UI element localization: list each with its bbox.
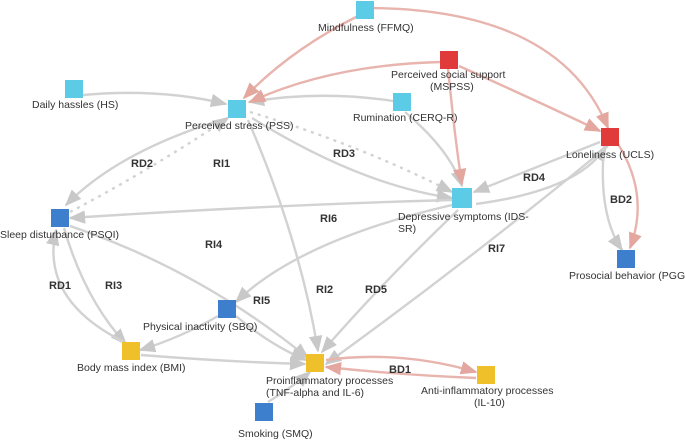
node-label: Mindfulness (FFMQ) xyxy=(318,22,414,34)
edge-bmi-psqi xyxy=(46,228,125,344)
node-square xyxy=(440,51,458,69)
edge-pss-ids xyxy=(251,116,454,203)
edge-sbq-tnf xyxy=(235,315,308,362)
relation-label-rd5: RD5 xyxy=(365,284,387,296)
node-label: Sleep disturbance (PSQI) xyxy=(0,229,119,241)
edge-pss-psqi xyxy=(64,116,229,207)
node-bmi[interactable]: Body mass index (BMI) xyxy=(77,342,186,374)
node-square xyxy=(122,342,140,360)
relation-label-rd4: RD4 xyxy=(523,172,546,184)
edge-psqi-pss-dashed xyxy=(69,117,230,214)
node-label: Smoking (SMQ) xyxy=(238,428,313,440)
node-ffmq[interactable]: Mindfulness (FFMQ) xyxy=(318,1,414,34)
edge-tnf-il10 xyxy=(325,355,478,375)
edge-ids-tnf xyxy=(320,209,459,354)
node-label: Physical inactivity (SBQ) xyxy=(143,321,257,333)
node-pgg[interactable]: Prosocial behavior (PGG) xyxy=(569,250,685,282)
node-square xyxy=(393,93,411,111)
edge-mspss-pss xyxy=(248,60,441,104)
relation-label-rd1: RD1 xyxy=(49,280,71,292)
node-psqi[interactable]: Sleep disturbance (PSQI) xyxy=(0,209,119,241)
edge-ucls-ids xyxy=(472,140,601,194)
node-hs[interactable]: Daily hassles (HS) xyxy=(32,80,118,111)
node-square xyxy=(617,250,635,268)
node-label-line1: Anti-inflammatory processes xyxy=(421,385,553,397)
node-label: Body mass index (BMI) xyxy=(77,362,186,374)
node-tnf[interactable]: Proinflammatory processes (TNF-alpha and… xyxy=(266,354,393,399)
relation-label-ri4: RI4 xyxy=(205,239,223,251)
edge-bmi-tnf xyxy=(140,353,307,371)
node-ids[interactable]: Depressive symptoms (IDS- SR) xyxy=(398,188,529,235)
node-square xyxy=(452,188,472,208)
relation-label-bd1: BD1 xyxy=(389,364,411,376)
edge-ffmq-pss xyxy=(242,14,359,100)
edge-hs-pss xyxy=(82,91,228,107)
node-square xyxy=(255,403,273,421)
edge-psqi-bmi xyxy=(62,227,128,346)
node-label-line2: (IL-10) xyxy=(474,397,505,409)
node-label-line2: SR) xyxy=(398,223,416,235)
relation-label-rd2: RD2 xyxy=(131,158,153,170)
edge-il10-tnf xyxy=(324,361,477,380)
edge-ids-sbq xyxy=(234,203,453,304)
edge-mspss-ucls xyxy=(458,64,602,133)
edge-ids-psqi xyxy=(68,198,453,224)
edge-ids-ucls xyxy=(475,144,608,206)
node-cerq[interactable]: Rumination (CERQ-R) xyxy=(353,93,457,124)
node-label-line2: (MSPSS) xyxy=(430,81,474,93)
relation-label-ri2: RI2 xyxy=(316,284,333,296)
node-il10[interactable]: Anti-inflammatory processes (IL-10) xyxy=(421,366,553,409)
node-square xyxy=(306,354,324,372)
node-square xyxy=(356,1,374,19)
node-label: Rumination (CERQ-R) xyxy=(353,112,457,124)
edge-ucls-pgg xyxy=(601,145,623,252)
relation-label-ri3: RI3 xyxy=(105,280,122,292)
node-label: Prosocial behavior (PGG) xyxy=(569,270,685,282)
node-square xyxy=(51,209,69,227)
node-label: Daily hassles (HS) xyxy=(32,99,118,111)
relation-label-ri6: RI6 xyxy=(320,213,337,225)
edge-sbq-bmi xyxy=(138,314,219,353)
edge-pss-tnf xyxy=(246,119,323,353)
edge-cerq-pss xyxy=(247,92,394,107)
node-square xyxy=(228,100,246,118)
relation-label-ri1: RI1 xyxy=(213,158,230,170)
node-pss[interactable]: Perceived stress (PSS) xyxy=(185,100,294,132)
relation-label-rd3: RD3 xyxy=(333,148,355,160)
relation-label-bd2: BD2 xyxy=(610,194,632,206)
node-label-line1: Perceived social support xyxy=(391,69,505,81)
node-label: Loneliness (UCLS) xyxy=(566,149,654,161)
node-label-line2: (TNF-alpha and IL-6) xyxy=(266,387,364,399)
edge-smq-tnf xyxy=(267,370,312,404)
relation-label-ri5: RI5 xyxy=(253,295,270,307)
edge-ffmq-ucls xyxy=(371,6,610,130)
edge-ucls-tnf xyxy=(324,145,609,365)
node-square xyxy=(477,366,495,384)
node-label-line1: Depressive symptoms (IDS- xyxy=(398,211,529,223)
node-mspss[interactable]: Perceived social support (MSPSS) xyxy=(391,51,505,93)
node-square xyxy=(601,128,619,146)
node-smq[interactable]: Smoking (SMQ) xyxy=(238,403,313,440)
node-sbq[interactable]: Physical inactivity (SBQ) xyxy=(143,300,257,333)
node-ucls[interactable]: Loneliness (UCLS) xyxy=(566,128,654,161)
node-square xyxy=(65,80,83,98)
edge-mspss-ids xyxy=(446,67,467,186)
edge-psqi-tnf xyxy=(69,224,310,360)
edge-ucls-pgg-pink xyxy=(616,143,642,250)
node-square xyxy=(218,300,236,318)
relation-label-ri7: RI7 xyxy=(488,243,505,255)
node-label: Perceived stress (PSS) xyxy=(185,120,294,132)
node-label-line1: Proinflammatory processes xyxy=(266,375,393,387)
